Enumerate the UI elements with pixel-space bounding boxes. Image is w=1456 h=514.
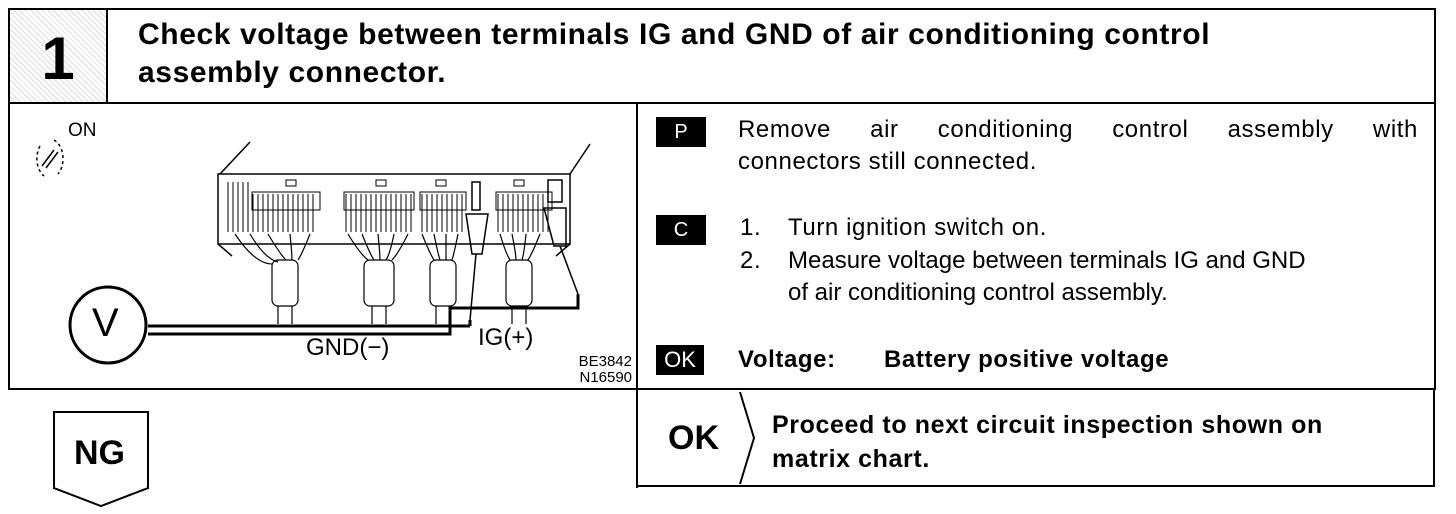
voltage-label: Voltage: <box>738 346 836 373</box>
frame-left <box>8 8 10 390</box>
figure-code-line1: BE3842 <box>578 353 632 370</box>
connector-assembly <box>217 141 591 324</box>
step2-line2: of air conditioning control assembly. <box>788 279 1168 306</box>
figure-code-line2: N16590 <box>579 369 632 386</box>
wiring-diagram <box>36 139 591 365</box>
step-title-line1: Check voltage between terminals IG and G… <box>138 18 1211 51</box>
step-title: Check voltage between terminals IG and G… <box>138 16 1428 92</box>
ig-label: IG(+) <box>478 324 534 351</box>
voltage-value: Battery positive voltage <box>884 346 1170 373</box>
step1-text: Turn ignition switch on. <box>788 214 1047 241</box>
voltmeter-label: V <box>92 301 119 345</box>
ok-result-label: OK <box>668 419 719 457</box>
header-divider <box>8 102 1436 104</box>
gnd-label: GND(−) <box>306 334 390 361</box>
ng-result-label: NG <box>74 434 125 472</box>
prep-tag: P <box>656 117 706 147</box>
step2-text: Measure voltage between terminals IG and… <box>788 245 1420 309</box>
voltmeter-wiring <box>148 294 580 336</box>
step1-num: 1. <box>740 214 762 241</box>
bottom-rule <box>8 388 1436 390</box>
ok-result-frame <box>636 388 1435 487</box>
check-tag: C <box>656 215 706 245</box>
column-divider <box>636 104 638 488</box>
step2-line1: Measure voltage between terminals IG and… <box>788 247 1306 274</box>
step-number: 1 <box>41 25 75 92</box>
ignition-switch-icon <box>36 139 64 177</box>
ok-result-text: Proceed to next circuit inspection shown… <box>772 408 1323 476</box>
figure-code: BE3842 N16590 <box>560 354 632 386</box>
switch-label: ON <box>68 120 97 141</box>
ng-result-arrow <box>53 411 149 508</box>
prep-line2: connectors still connected. <box>738 148 1038 175</box>
ok-tag: OK <box>656 345 704 375</box>
ok-result-line2: matrix chart. <box>772 445 930 473</box>
frame-right <box>1434 8 1436 390</box>
step-number-box: 1 <box>10 10 108 102</box>
prep-text: Remove air conditioning control assembly… <box>738 114 1418 178</box>
frame-top <box>8 8 1436 10</box>
step-title-line2: assembly connector. <box>138 56 447 89</box>
ok-result-line1: Proceed to next circuit inspection shown… <box>772 411 1323 439</box>
voltmeter-icon <box>68 285 148 365</box>
prep-line1: Remove air conditioning control assembly… <box>738 116 1418 143</box>
step2-num: 2. <box>740 247 762 274</box>
